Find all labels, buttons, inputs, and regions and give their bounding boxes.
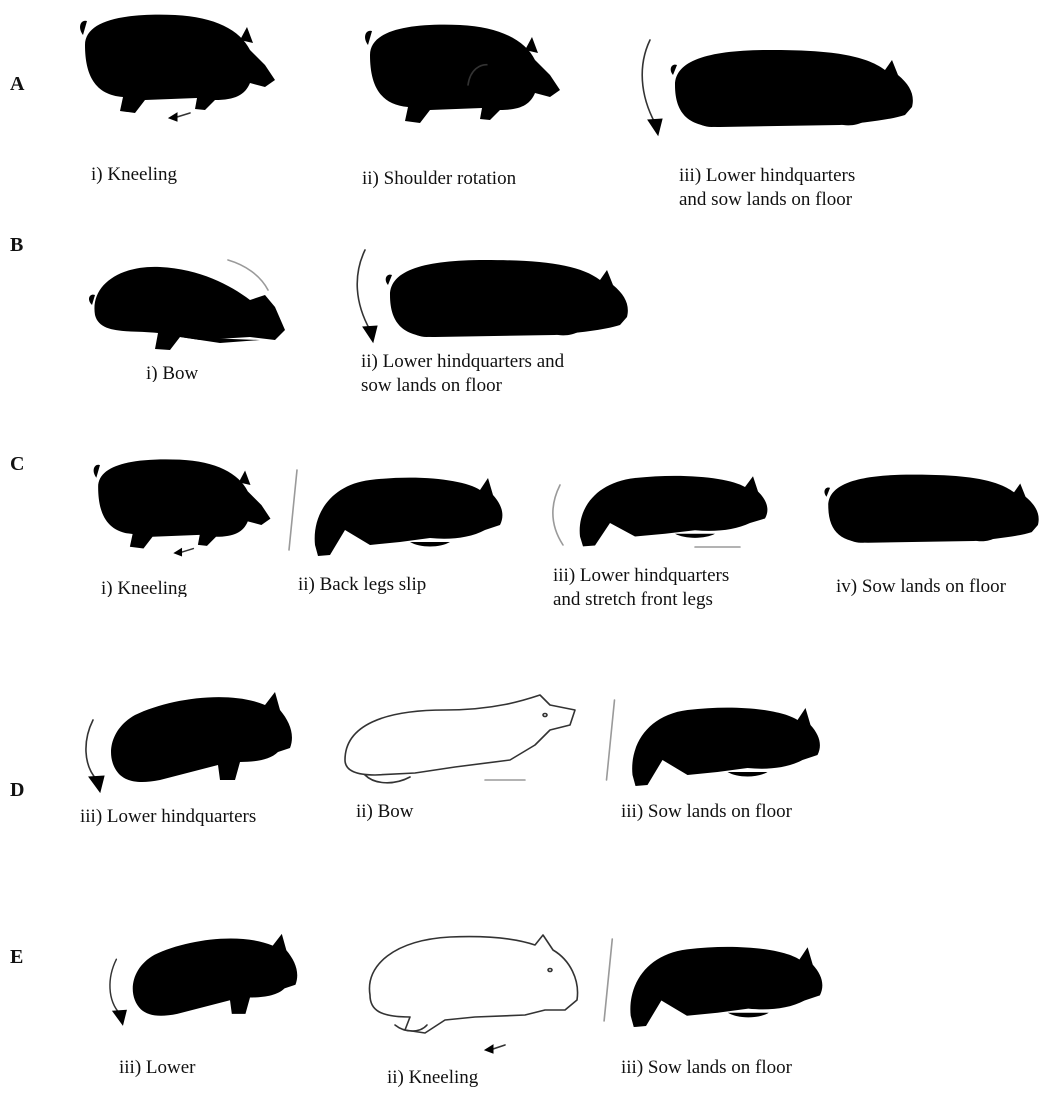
- pig-kneeling-icon: [355, 925, 585, 1055]
- pig-back-legs-slip-icon: [600, 925, 825, 1035]
- pig-shoulder-rotation-icon: [350, 15, 560, 145]
- pig-back-legs-slip-icon: [285, 460, 505, 560]
- pig-stretch-icon: [545, 465, 775, 560]
- row-label: D: [10, 779, 24, 802]
- row-label: C: [10, 453, 24, 476]
- pig-bow-icon: [335, 685, 580, 795]
- stage-caption: i) Kneeling: [91, 163, 177, 187]
- stage-caption: i) Kneeling: [101, 577, 187, 597]
- stage-caption: ii) Shoulder rotation: [362, 167, 516, 191]
- pig-back-legs-slip-icon: [600, 690, 825, 790]
- stage-caption: ii) Kneeling: [387, 1066, 478, 1088]
- pig-lying-icon: [350, 245, 610, 350]
- stage-caption: iv) Sow lands on floor: [836, 575, 1006, 599]
- pig-sitting-icon: [100, 920, 300, 1035]
- pig-bow-icon: [80, 245, 290, 365]
- stage-caption: iii) Sow lands on floor: [621, 1056, 792, 1078]
- pig-kneeling-icon: [65, 5, 280, 125]
- stage-caption: ii) Bow: [356, 800, 414, 824]
- stage-caption: ii) Back legs slip: [298, 573, 426, 597]
- stage-caption: i) Bow: [146, 362, 198, 382]
- stage-caption: iii) Sow lands on floor: [621, 800, 792, 824]
- row-label: B: [10, 234, 23, 257]
- row-label: E: [10, 946, 23, 969]
- pig-sitting-icon: [75, 680, 295, 800]
- pig-kneeling-icon: [80, 450, 275, 560]
- row-label: A: [10, 73, 24, 96]
- stage-caption: iii) Lower hindquartersand sow lands on …: [679, 164, 855, 212]
- pig-lying-icon: [630, 35, 890, 145]
- pig-lying-icon: [815, 460, 1045, 560]
- stage-caption: ii) Lower hindquarters andsow lands on f…: [361, 350, 564, 398]
- stage-caption: iii) Lower hindquarters: [80, 805, 256, 829]
- stage-caption: iii) Lower hindquartersand stretch front…: [553, 564, 729, 612]
- stage-caption: iii) Lower: [119, 1056, 196, 1080]
